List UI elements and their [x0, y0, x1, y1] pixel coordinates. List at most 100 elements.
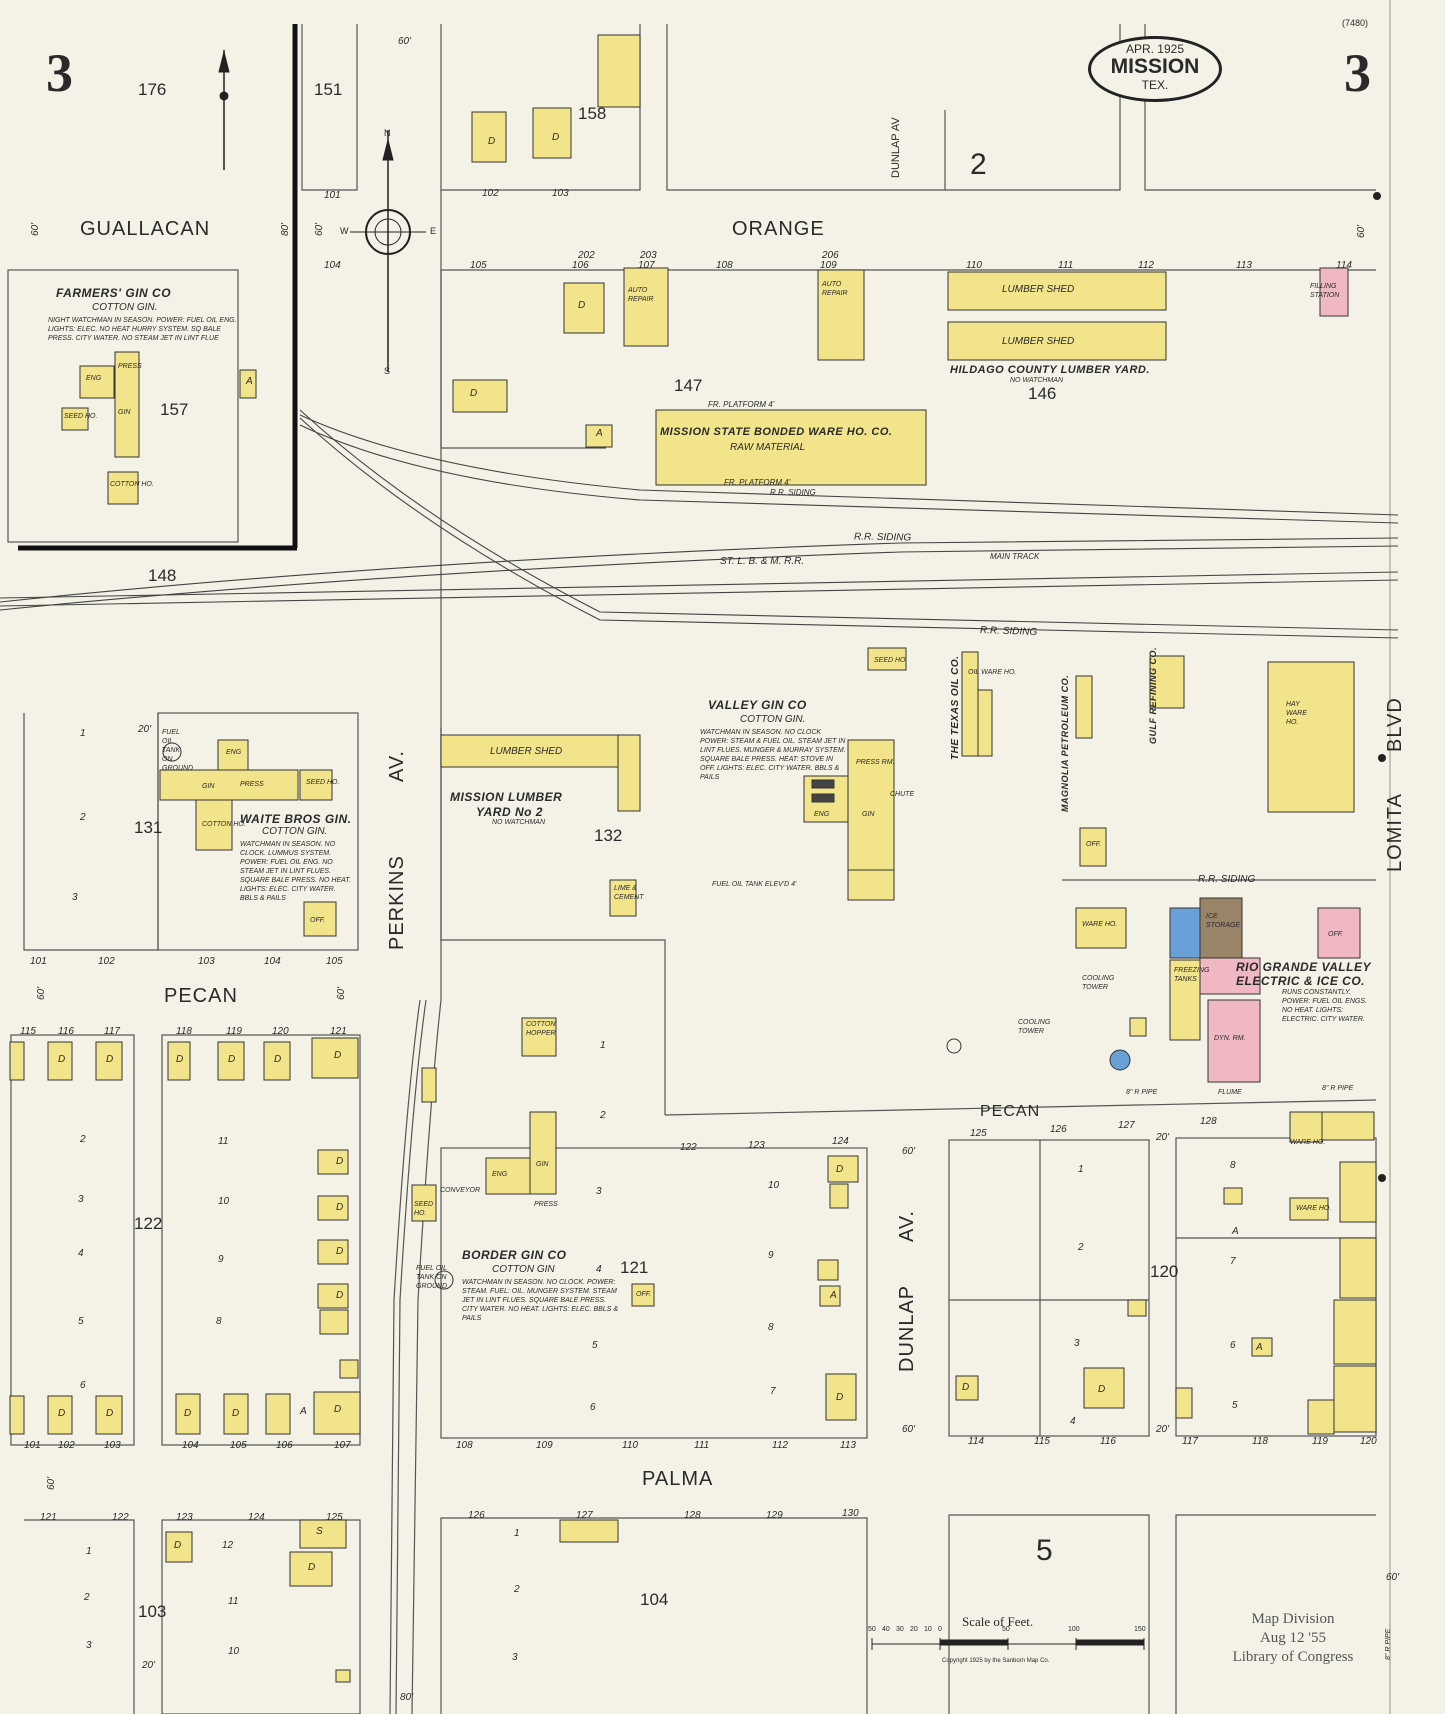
lot-number: 5 [1232, 1400, 1238, 1411]
lot-number: 10 [218, 1196, 230, 1207]
house-number: 120 [272, 1026, 289, 1037]
perkins-av-edges [389, 190, 442, 1714]
building-label: COTTON HO. [202, 821, 246, 828]
border-gin-note: WATCHMAN IN SEASON. NO CLOCK. POWER: STE… [462, 1279, 618, 1322]
waite-gin-subtitle: COTTON GIN. [262, 826, 328, 837]
stamp-line: Library of Congress [1232, 1649, 1354, 1665]
lot-number: 4 [1070, 1416, 1076, 1427]
building-label: GIN [536, 1161, 549, 1168]
house-number: 102 [58, 1440, 75, 1451]
building-label: ENG [814, 811, 830, 818]
block-number: 131 [134, 818, 163, 837]
street-lomita: LOMITA [1384, 793, 1406, 872]
street-lomita-blvd: BLVD [1384, 697, 1406, 752]
dwelling-marker: D [470, 388, 478, 399]
rail-siding-label: R.R. SIDING [770, 488, 816, 497]
house-number: 119 [1312, 1436, 1328, 1447]
lot-number: 8 [768, 1322, 774, 1333]
street-dunlap-av: AV. [896, 1210, 918, 1242]
scale-tick: 100 [1068, 1626, 1080, 1633]
block-number: 122 [134, 1214, 163, 1233]
house-number: 121 [330, 1026, 347, 1037]
hydrants [1373, 192, 1386, 1182]
lot-number: 4 [78, 1248, 84, 1259]
pipe-label: 8" R PIPE [1385, 1628, 1392, 1660]
house-number: 116 [58, 1026, 74, 1037]
dwelling-marker: D [336, 1290, 344, 1301]
border-gin-subtitle: COTTON GIN [492, 1264, 555, 1275]
block-number: 146 [1028, 384, 1057, 403]
lot-number: 10 [228, 1646, 240, 1657]
house-number: 104 [264, 956, 281, 967]
lot-number: 1 [600, 1040, 606, 1051]
dwelling-marker: D [1098, 1384, 1106, 1395]
house-number: 109 [820, 260, 837, 271]
building-label: PRESS RM. [856, 759, 895, 766]
street-width: 60' [336, 986, 347, 1000]
dwelling-marker: D [176, 1054, 184, 1065]
lot-number: 12 [222, 1540, 234, 1551]
block-number: 5 [1036, 1534, 1053, 1567]
building-label: PRESS [240, 781, 264, 788]
title-cartouche: APR. 1925 MISSION TEX. [1088, 36, 1222, 102]
dwelling-marker: D [58, 1054, 66, 1065]
block-number: 132 [594, 826, 623, 845]
lot-number: 9 [218, 1254, 224, 1265]
mission-lumber-name: MISSION LUMBER [450, 790, 563, 804]
auto-garage-marker: A [300, 1406, 307, 1417]
lot-number: 8 [216, 1316, 222, 1327]
scale-tick: 10 [924, 1626, 932, 1633]
house-number: 104 [324, 260, 341, 271]
building-label: GIN [118, 409, 131, 416]
house-number: 113 [1236, 260, 1252, 271]
house-number: 101 [24, 1440, 41, 1451]
house-number: 102 [98, 956, 115, 967]
house-number: 105 [470, 260, 487, 271]
waite-gin-buildings [159, 739, 337, 937]
lot-number: 5 [592, 1340, 598, 1351]
stamp-line: Map Division [1251, 1611, 1335, 1627]
building-label: OFF. [310, 917, 326, 924]
building-label: SEED HO. [414, 1201, 434, 1217]
filling-station-label: FILLING STATION [1310, 283, 1340, 299]
block-number: 147 [674, 376, 703, 395]
lot-number: 1 [80, 728, 86, 739]
flume-label: FLUME [1218, 1089, 1242, 1096]
building-label: GIN [862, 811, 875, 818]
building-label: ENG [86, 375, 102, 382]
house-number: 120 [1360, 1436, 1377, 1447]
copyright-note: Copyright 1925 by the Sanborn Map Co. [942, 1658, 1050, 1664]
house-number: 112 [772, 1440, 788, 1451]
pipe-label: 8" R PIPE [1126, 1089, 1158, 1096]
lot-number: 3 [596, 1186, 602, 1197]
dwelling-marker: D [106, 1054, 114, 1065]
auto-garage-marker: A [1232, 1226, 1239, 1237]
dwelling-marker: D [58, 1408, 66, 1419]
lumber-shed-label: LUMBER SHED [1002, 336, 1075, 347]
waite-gin-name: WAITE BROS GIN. [240, 812, 352, 826]
block-number: 2 [970, 148, 987, 181]
lot-number: 7 [1230, 1256, 1236, 1267]
corner-note: (7480) [1342, 18, 1369, 28]
rail-siding-label: R.R. SIDING [853, 531, 912, 544]
building-label: LIME & CEMENT [614, 885, 644, 901]
compass-rose [350, 130, 426, 372]
lot-number: 3 [1074, 1338, 1080, 1349]
title-date: APR. 1925 [1125, 42, 1185, 56]
dwelling-marker: D [336, 1156, 344, 1167]
lot-number: 2 [514, 1584, 520, 1595]
house-number: 111 [1058, 260, 1074, 271]
house-number: 130 [842, 1508, 859, 1519]
street-guallacan: GUALLACAN [80, 218, 211, 240]
house-number: 118 [176, 1026, 192, 1037]
sheet-number-left: 3 [46, 43, 73, 103]
house-number: 103 [198, 956, 215, 967]
house-number: 115 [1034, 1436, 1050, 1447]
house-number: 129 [766, 1510, 783, 1521]
lot-number: 11 [218, 1136, 229, 1147]
street-width: 60' [314, 222, 325, 236]
house-number: 128 [1200, 1116, 1217, 1127]
lot-number: 3 [86, 1640, 92, 1651]
block-number: 157 [160, 400, 189, 419]
stable-marker: S [316, 1526, 323, 1537]
